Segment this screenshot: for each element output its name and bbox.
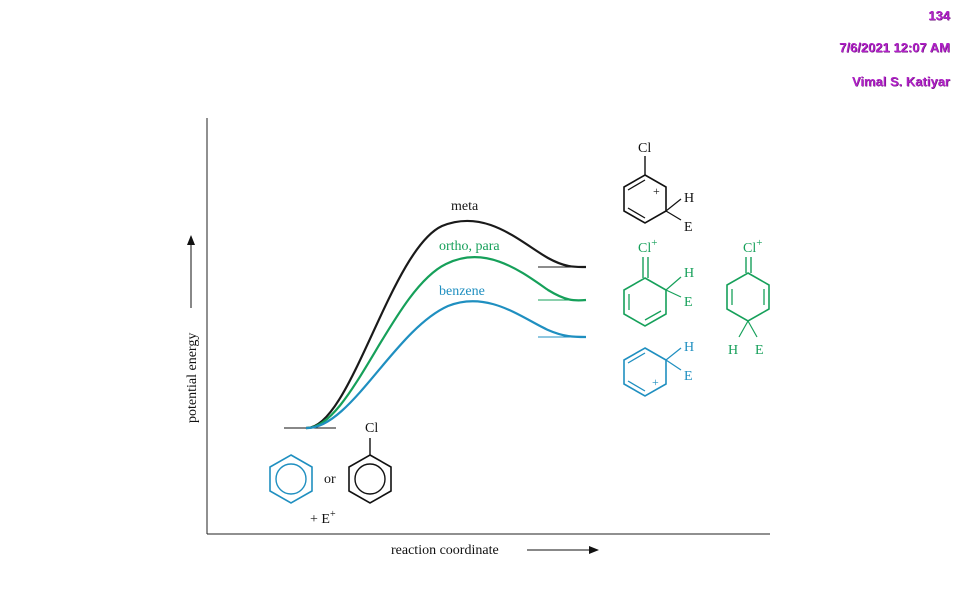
benzene-int-charge-label: +	[652, 375, 659, 389]
meta-curve	[305, 219, 587, 430]
para-cl-text: Cl	[743, 241, 756, 256]
electrophile-label: + E+	[310, 509, 336, 527]
meta-e-label: E	[684, 220, 693, 235]
or-text: or	[324, 472, 336, 487]
ortho-intermediate-structure	[623, 257, 682, 327]
benzene-int-e-label: E	[684, 369, 693, 384]
meta-h-label: H	[684, 191, 694, 206]
chlorobenzene-cl-label: Cl	[365, 421, 378, 436]
electrophile-text: + E	[310, 512, 330, 527]
meta-cl-label: Cl	[638, 141, 651, 156]
para-e-label: E	[755, 343, 764, 358]
ortho-cl-text: Cl	[638, 241, 651, 256]
datetime-stamp: 7/6/2021 12:07 AM	[839, 40, 950, 55]
ortho-para-label: ortho, para	[439, 239, 500, 254]
benzene-curve	[305, 300, 587, 430]
meta-charge-label: +	[653, 184, 660, 198]
electrophile-superscript: +	[330, 509, 336, 520]
y-axis-label: potential energy	[185, 333, 200, 423]
ortho-para-curve	[305, 255, 587, 430]
x-axis-label: reaction coordinate	[391, 543, 499, 558]
author-name: Vimal S. Katiyar	[851, 74, 950, 89]
ortho-charge-text: +	[651, 237, 657, 249]
benzene-label: benzene	[439, 284, 485, 299]
para-charge-text: +	[756, 237, 762, 249]
benzene-ring-icon	[269, 454, 313, 504]
ortho-h-label: H	[684, 266, 694, 281]
chlorobenzene-icon	[348, 438, 392, 504]
meta-intermediate-structure	[623, 156, 682, 224]
para-intermediate-structure	[726, 257, 770, 338]
meta-label: meta	[451, 199, 479, 214]
para-h-label: H	[728, 343, 738, 358]
benzene-int-h-label: H	[684, 340, 694, 355]
ortho-e-label: E	[684, 295, 693, 310]
page-number: 134	[928, 8, 950, 23]
para-cl-label: Cl+	[743, 237, 762, 256]
ortho-cl-label: Cl+	[638, 237, 657, 256]
benzene-intermediate-structure	[623, 347, 682, 397]
